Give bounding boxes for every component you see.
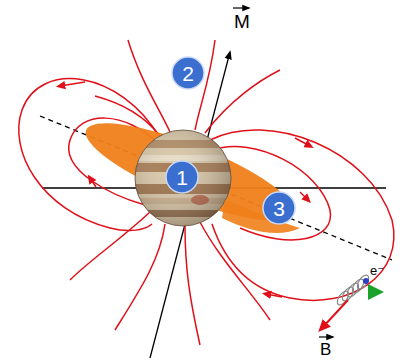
callout-text-box: 3	[262, 191, 296, 225]
vector-overarrow	[233, 7, 249, 8]
field-lines	[19, 40, 394, 345]
plasma-disk	[76, 105, 304, 239]
vector-label: e⁻	[370, 264, 384, 277]
callout-text-box: 1	[165, 160, 199, 194]
vector-label: B	[320, 341, 331, 358]
vector-label: M	[234, 12, 250, 31]
callout-number: 2	[182, 63, 194, 84]
emission-cone	[368, 284, 384, 300]
callout-number: 1	[176, 167, 188, 188]
callout-circle: 3	[262, 191, 296, 225]
vector-overarrow	[319, 336, 333, 337]
callout-text-box: 2	[171, 56, 205, 90]
callout-circle-fill	[166, 161, 198, 193]
callout-circle-fill	[263, 192, 295, 224]
electron-gyration-coil	[335, 273, 371, 307]
electron	[363, 278, 369, 284]
b-field-vector	[322, 300, 348, 328]
callout-circle: 1	[165, 160, 199, 194]
callout-circle-fill	[172, 57, 204, 89]
callout-number: 3	[273, 198, 285, 219]
callout-circle: 2	[171, 56, 205, 90]
